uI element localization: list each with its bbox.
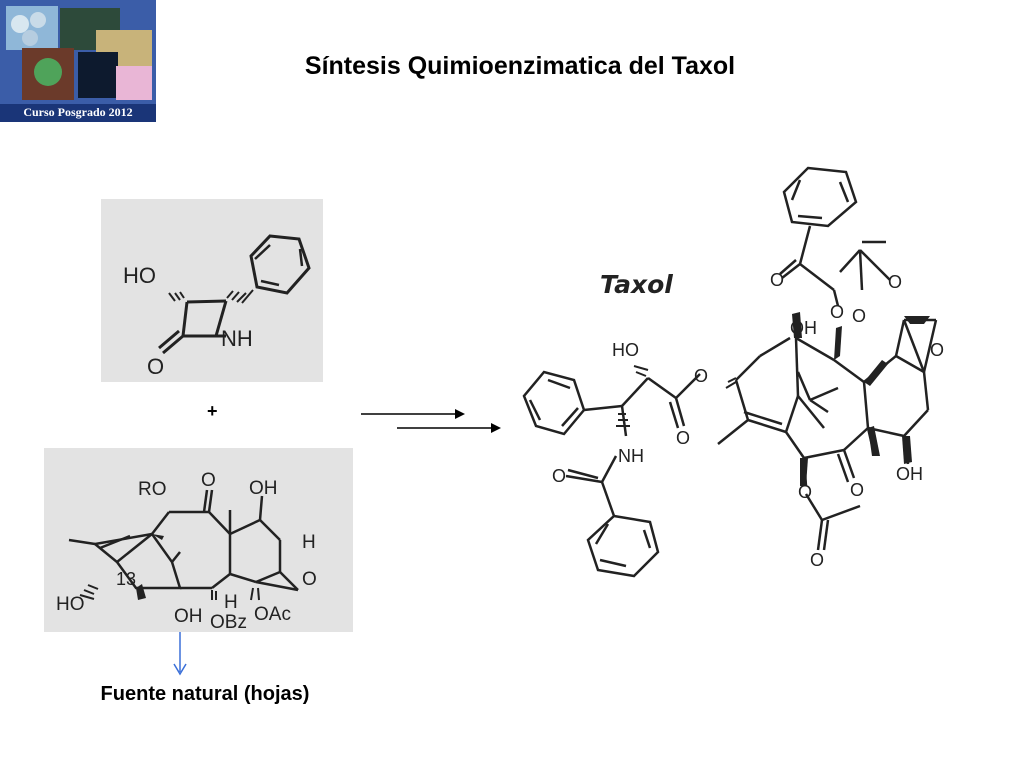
baccatin-c13-label: 13 (116, 569, 136, 589)
taxol-bz-ester-o-label: O (830, 302, 844, 322)
plus-sign: + (207, 401, 218, 421)
baccatin-ro-label: RO (138, 479, 167, 500)
taxol-amide-o-label: O (552, 466, 566, 486)
taxol-bz-carbonyl-o-label: O (770, 270, 784, 290)
lactam-hydroxyl-label: HO (123, 263, 156, 288)
course-logo: Curso Posgrado 2012 (0, 0, 156, 122)
baccatin-oac-label: OAc (254, 604, 291, 625)
taxol-c9-ketone-o-label: O (850, 480, 864, 500)
baccatin-bottom-oh-label: OH (174, 606, 203, 627)
reaction-arrows (361, 409, 501, 433)
baccatin-bottom-h-label: H (224, 592, 238, 613)
logo-caption: Curso Posgrado 2012 (23, 105, 133, 119)
taxol-side-carbonyl-o-label: O (676, 428, 690, 448)
taxol-structure: Taxol (522, 166, 944, 578)
baccatin-ho-label: HO (56, 594, 85, 615)
taxol-c10-acetyl-o-label: O (810, 550, 824, 570)
lactam-structure-panel: HO NH O (101, 199, 323, 382)
page-title: Síntesis Quimioenzimatica del Taxol (304, 52, 736, 80)
taxol-top-oh-label: OH (790, 318, 817, 338)
taxol-name-label: Taxol (600, 270, 673, 299)
taxol-oxetane-o-label: O (930, 340, 944, 360)
baccatin-obz-label: OBz (210, 612, 247, 632)
logo-collage (0, 0, 156, 104)
baccatin-structure-panel: RO O OH H O 13 HO OH H OBz OAc (44, 448, 353, 632)
baccatin-ketone-o-label: O (201, 470, 216, 491)
natural-source-caption: Fuente natural (hojas) (100, 683, 310, 705)
taxol-ac-carbonyl-o-label: O (888, 272, 902, 292)
taxol-side-ho-label: HO (612, 340, 639, 360)
taxol-ac-ester-o-label: O (852, 306, 866, 326)
baccatin-top-oh-label: OH (249, 478, 278, 499)
down-arrow-icon (173, 632, 187, 676)
lactam-carbonyl-o-label: O (147, 354, 164, 379)
baccatin-h-label: H (302, 532, 316, 553)
lactam-structure: HO NH O (123, 234, 311, 379)
taxol-right-oh-label: OH (896, 464, 923, 484)
baccatin-structure: RO O OH H O 13 HO OH H OBz OAc (56, 470, 317, 632)
baccatin-oxetane-o-label: O (302, 569, 317, 590)
taxol-amide-nh-label: NH (618, 446, 644, 466)
taxol-side-ester-o-label: O (694, 366, 708, 386)
taxol-c10-ester-o-label: O (798, 482, 812, 502)
lactam-nh-label: NH (221, 326, 253, 351)
